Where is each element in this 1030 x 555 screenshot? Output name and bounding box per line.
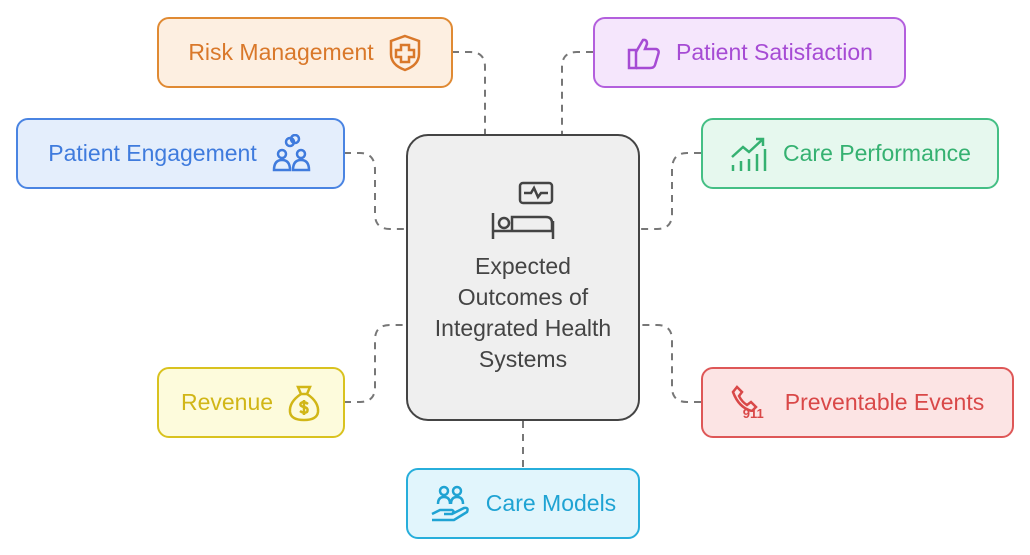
shield-plus-icon — [389, 34, 420, 71]
outcome-label: Risk Management — [188, 39, 374, 65]
connector-revenue — [344, 324, 406, 403]
linked-people-icon — [272, 133, 310, 171]
central-topic: Expected Outcomes of Integrated Health S… — [406, 134, 640, 421]
outcome-label: Care Performance — [783, 140, 971, 166]
connector-preventable — [640, 324, 701, 403]
emergency-number: 911 — [742, 405, 764, 421]
outcome-label: Preventable Events — [784, 389, 985, 415]
hand-people-icon — [431, 485, 469, 521]
outcome-label: Patient Satisfaction — [676, 39, 873, 65]
central-title: Expected Outcomes of Integrated Health S… — [434, 252, 612, 372]
outcome-label: Revenue — [180, 389, 274, 415]
outcome-patient-engagement[interactable]: Patient Engagement — [16, 118, 345, 189]
hospital-bed-monitor-icon — [491, 181, 555, 239]
connector-engagement — [344, 152, 406, 230]
outcome-label: Patient Engagement — [48, 140, 257, 166]
outcome-preventable-events[interactable]: 911 Preventable Events — [701, 367, 1014, 438]
connector-satisfaction — [561, 51, 593, 134]
outcome-patient-satisfaction[interactable]: Patient Satisfaction — [593, 17, 906, 88]
outcome-care-performance[interactable]: Care Performance — [701, 118, 999, 189]
money-bag-icon — [288, 385, 320, 421]
connector-performance — [640, 152, 701, 230]
outcome-care-models[interactable]: Care Models — [406, 468, 640, 539]
phone-911-icon: 911 — [731, 384, 771, 422]
thumbs-up-icon — [627, 38, 660, 69]
connector-risk — [452, 51, 486, 134]
outcome-label: Care Models — [485, 490, 617, 516]
outcome-risk-management[interactable]: Risk Management — [157, 17, 453, 88]
growth-chart-icon — [731, 137, 767, 171]
outcome-revenue[interactable]: Revenue — [157, 367, 345, 438]
